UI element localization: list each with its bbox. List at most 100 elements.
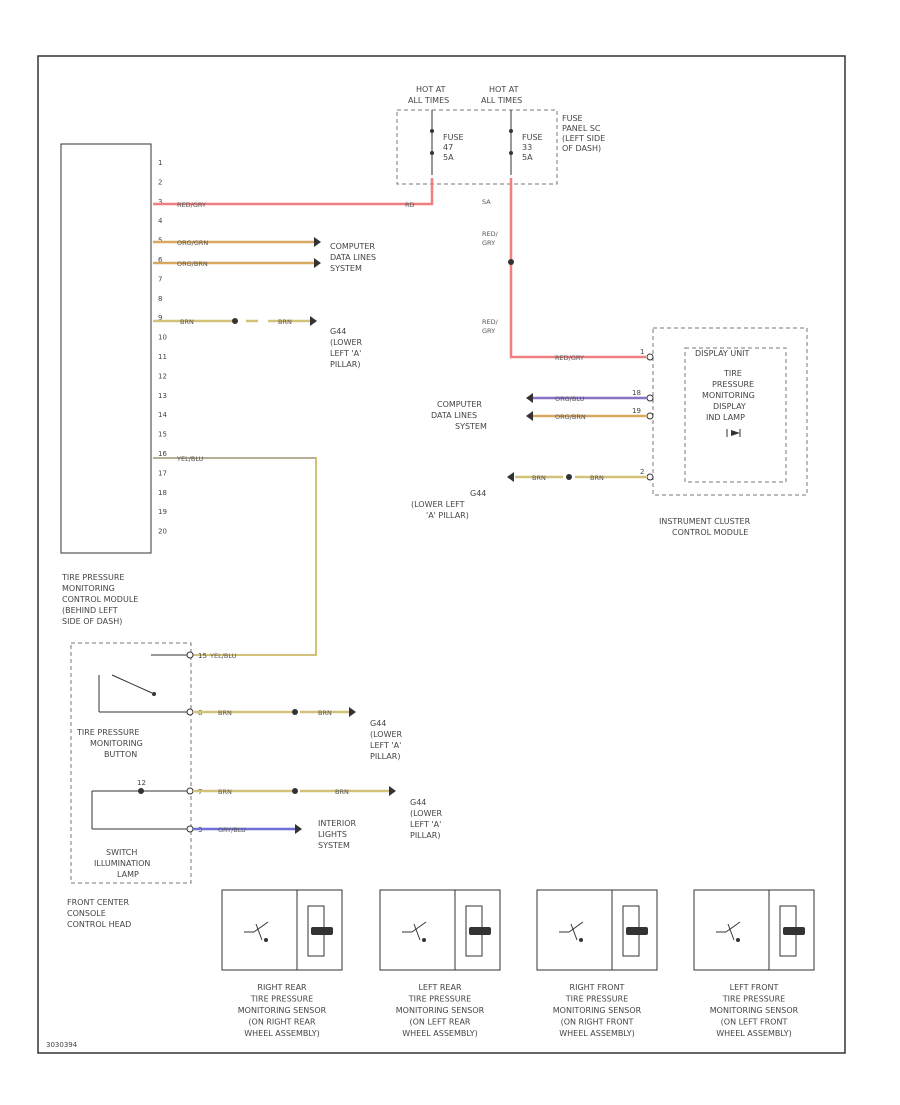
fuse2-label-a: FUSE <box>522 133 543 142</box>
g44-label-2a: G44 <box>470 489 486 498</box>
transmitter-icon <box>779 905 805 957</box>
g44-label-3b: (LOWER <box>370 730 403 739</box>
wire-fuse2-red: SA RED/ GRY RED/ GRY RED/GRY <box>482 178 646 362</box>
tpm-module-box <box>60 143 152 554</box>
sensor-label-line: MONITORING SENSOR <box>710 1006 799 1015</box>
wire-fuse2-label-a: SA <box>482 198 491 206</box>
sensor-label-line: LEFT REAR <box>418 983 461 992</box>
head-pin-top-dot <box>186 651 194 659</box>
g44-label-1d: PILLAR) <box>330 360 360 369</box>
warning-label-c: MONITORING <box>702 391 755 400</box>
head-pin-12: 12 <box>137 779 146 787</box>
wire-fuse2-label-c1: RED/ <box>482 318 499 326</box>
warning-label-b: PRESSURE <box>712 380 754 389</box>
cluster-pin-org2: 19 <box>632 407 641 415</box>
wire-pin9-brown: BRN BRN <box>153 316 317 326</box>
cluster-pin-org1-dot <box>646 394 654 402</box>
instrument-cluster: DISPLAY UNIT TIRE PRESSURE MONITORING DI… <box>632 327 808 537</box>
tpm-pin-10: 10 <box>158 334 167 342</box>
sensor-label-line: WHEEL ASSEMBLY) <box>402 1029 478 1038</box>
fuse1-label-c: 5A <box>443 153 454 162</box>
wire-head-brn1-label-a: BRN <box>218 709 232 717</box>
cluster-pin-brn-dot <box>646 473 654 481</box>
tpm-pin-16: 16 <box>158 450 167 458</box>
wire-pin9-label-a: BRN <box>180 318 194 326</box>
tpm-pin-7: 7 <box>158 275 162 283</box>
g44-label-4a: G44 <box>410 798 426 807</box>
control-head-box <box>70 642 192 884</box>
wire-fuse2-label-b1: RED/ <box>482 230 499 238</box>
computer-data-label-2b: DATA LINES <box>431 411 477 420</box>
tpm-pin-8: 8 <box>158 295 162 303</box>
sensor-label-line: WHEEL ASSEMBLY) <box>559 1029 635 1038</box>
wire-head-gry-arrow <box>295 824 302 834</box>
wire-pin3-label: RED/GRY <box>177 201 206 209</box>
tpm-pin-15: 15 <box>158 431 167 439</box>
sensor-box <box>693 889 815 971</box>
button-label-b: MONITORING <box>90 739 143 748</box>
fuse2-label-b: 33 <box>522 143 532 152</box>
lamp-label-b: ILLUMINATION <box>94 859 150 868</box>
tpm-module-label-b: MONITORING <box>62 584 115 593</box>
fuse1-top-dot <box>430 129 434 133</box>
computer-data-label-2c: SYSTEM <box>455 422 487 431</box>
sensor-label-line: TIRE PRESSURE <box>722 995 785 1004</box>
hot-label-2a: HOT AT <box>489 85 519 94</box>
pressure-switch-icon <box>402 921 427 942</box>
computer-data-label-1a: COMPUTER <box>330 242 375 251</box>
cluster-pin-org2-dot <box>646 412 654 420</box>
g44-label-2c: 'A' PILLAR) <box>426 511 469 520</box>
footer-code: 3030394 <box>46 1041 78 1049</box>
g44-label-3a: G44 <box>370 719 386 728</box>
head-pin-low-dot <box>186 787 194 795</box>
wire-pin16-path <box>153 457 317 656</box>
sensor-label-line: MONITORING SENSOR <box>553 1006 642 1015</box>
tpm-module-label-e: SIDE OF DASH) <box>62 617 122 626</box>
tpm-module-label-d: (BEHIND LEFT <box>62 606 118 615</box>
g44-label-4d: PILLAR) <box>410 831 440 840</box>
fuse2-label-c: 5A <box>522 153 533 162</box>
tpm-pin-9: 9 <box>158 314 162 322</box>
wire-head-brn2-splice <box>292 788 298 794</box>
wire-cluster-brn: BRN BRN <box>507 472 647 482</box>
sensor-label-line: TIRE PRESSURE <box>250 995 313 1004</box>
head-pin-mid-dot <box>186 708 194 716</box>
computer-data-label-1b: DATA LINES <box>330 253 376 262</box>
wire-cluster-org2-label: ORG/BRN <box>555 413 586 421</box>
g44-label-2b: (LOWER LEFT <box>411 500 465 509</box>
cluster-label-a: INSTRUMENT CLUSTER <box>659 517 751 526</box>
sensor-box <box>221 889 343 971</box>
lamp-dot <box>138 788 144 794</box>
fuse1-label-a: FUSE <box>443 133 464 142</box>
tpm-pin-20: 20 <box>158 528 167 536</box>
computer-data-label-1c: SYSTEM <box>330 264 362 273</box>
sensor-label-line: LEFT FRONT <box>730 983 779 992</box>
sensor-label-line: WHEEL ASSEMBLY) <box>716 1029 792 1038</box>
wire-head-brn1: BRN BRN <box>193 707 356 717</box>
wire-cluster-brn-arrow <box>507 472 514 482</box>
wire-pin6-orange: ORG/BRN <box>153 258 321 268</box>
display-unit-label: DISPLAY UNIT <box>695 349 750 358</box>
button-label-c: BUTTON <box>104 750 137 759</box>
cluster-pin-org1: 18 <box>632 389 641 397</box>
cluster-pin-brn: 2 <box>640 468 644 476</box>
head-label-b: CONSOLE <box>67 909 106 918</box>
g44-label-1c: LEFT 'A' <box>330 349 361 358</box>
wire-cluster-brn-label-a: BRN <box>532 474 546 482</box>
fuse-panel-label-a: FUSE <box>562 114 583 123</box>
transmitter-icon <box>622 905 648 957</box>
wire-head-brn1-arrow <box>349 707 356 717</box>
lamp-label-c: LAMP <box>117 870 139 879</box>
tpm-pin-5: 5 <box>158 237 162 245</box>
g44-label-3c: LEFT 'A' <box>370 741 401 750</box>
diagram-frame <box>37 55 846 1054</box>
wire-head-brn2: BRN BRN <box>193 786 396 796</box>
transmitter-icon <box>307 905 333 957</box>
tpm-pin-1: 1 <box>158 159 162 167</box>
